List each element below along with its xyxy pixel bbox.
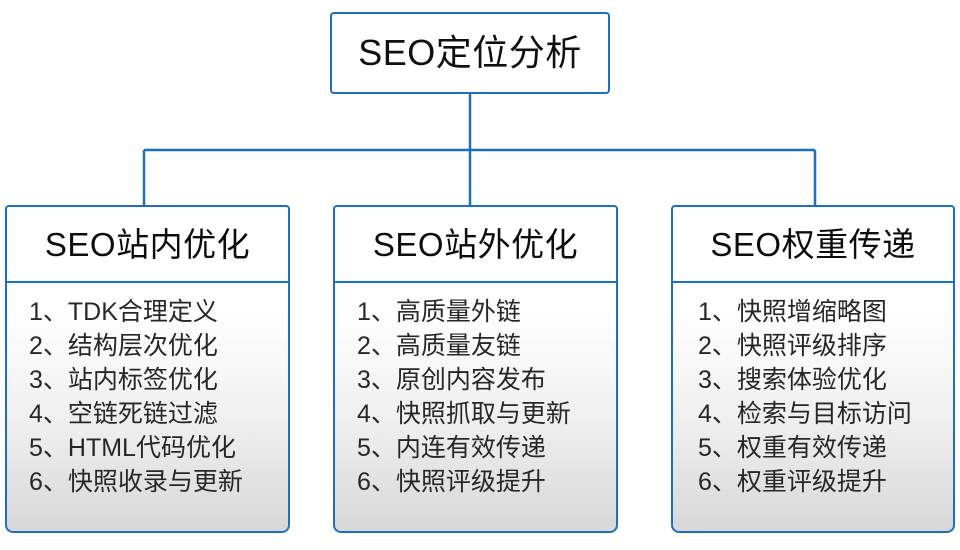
branch-body-2: 1、高质量外链 2、高质量友链 3、原创内容发布 4、快照抓取与更新 5、内连有…: [333, 283, 618, 533]
list-item: 3、搜索体验优化: [698, 366, 887, 394]
branch-body-3: 1、快照增缩略图 2、快照评级排序 3、搜索体验优化 4、检索与目标访问 5、权…: [671, 283, 955, 533]
list-item: 1、TDK合理定义: [29, 298, 218, 326]
root-node[interactable]: SEO定位分析: [330, 12, 610, 94]
list-item: 3、原创内容发布: [357, 366, 546, 394]
list-item: 6、快照收录与更新: [29, 468, 243, 496]
list-item: 5、权重有效传递: [698, 434, 887, 462]
branch-body-1: 1、TDK合理定义 2、结构层次优化 3、站内标签优化 4、空链死链过滤 5、H…: [5, 283, 290, 533]
list-item: 5、内连有效传递: [357, 434, 546, 462]
list-item: 1、快照增缩略图: [698, 298, 887, 326]
list-item: 4、检索与目标访问: [698, 400, 912, 428]
branch-header-label-2: SEO站外优化: [372, 225, 579, 263]
list-item: 6、权重评级提升: [698, 468, 887, 496]
list-item: 1、高质量外链: [357, 298, 521, 326]
branch-column-3: SEO权重传递 1、快照增缩略图 2、快照评级排序 3、搜索体验优化 4、检索与…: [671, 205, 955, 533]
root-node-label: SEO定位分析: [358, 32, 582, 73]
branch-header-label-3: SEO权重传递: [710, 225, 916, 263]
branch-column-1: SEO站内优化 1、TDK合理定义 2、结构层次优化 3、站内标签优化 4、空链…: [5, 205, 290, 533]
list-item: 2、结构层次优化: [29, 332, 218, 360]
list-item: 3、站内标签优化: [29, 366, 218, 394]
branch-item-list-2: 1、高质量外链 2、高质量友链 3、原创内容发布 4、快照抓取与更新 5、内连有…: [335, 295, 571, 499]
branch-header-3[interactable]: SEO权重传递: [671, 205, 955, 283]
branch-header-1[interactable]: SEO站内优化: [5, 205, 290, 283]
branch-header-2[interactable]: SEO站外优化: [333, 205, 618, 283]
list-item: 6、快照评级提升: [357, 468, 546, 496]
list-item: 4、快照抓取与更新: [357, 400, 571, 428]
list-item: 2、快照评级排序: [698, 332, 887, 360]
branch-item-list-1: 1、TDK合理定义 2、结构层次优化 3、站内标签优化 4、空链死链过滤 5、H…: [7, 295, 243, 499]
list-item: 4、空链死链过滤: [29, 400, 218, 428]
list-item: 5、HTML代码优化: [29, 434, 236, 462]
branch-column-2: SEO站外优化 1、高质量外链 2、高质量友链 3、原创内容发布 4、快照抓取与…: [333, 205, 618, 533]
branch-header-label-1: SEO站内优化: [44, 225, 251, 263]
list-item: 2、高质量友链: [357, 332, 521, 360]
branch-item-list-3: 1、快照增缩略图 2、快照评级排序 3、搜索体验优化 4、检索与目标访问 5、权…: [673, 295, 912, 499]
